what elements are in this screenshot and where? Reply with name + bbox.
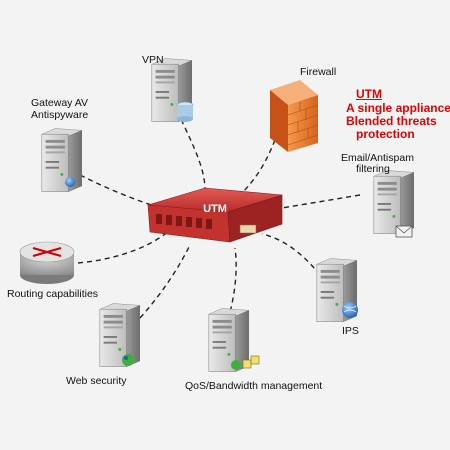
vpn-server-icon — [151, 58, 194, 123]
link-firewall — [239, 139, 276, 196]
web-security-label: Web security — [66, 375, 127, 387]
link-ips — [261, 233, 321, 276]
gateway-av-label-2: Antispyware — [31, 109, 89, 121]
email-label-1: Email/Antispam — [341, 152, 414, 164]
routing-label: Routing capabilities — [7, 288, 99, 300]
gateway-av-label-1: Gateway AV — [31, 97, 89, 109]
link-qos — [227, 247, 237, 321]
email-server-icon — [373, 170, 414, 238]
link-vpn — [169, 94, 206, 191]
email-label-2: filtering — [356, 163, 390, 175]
callout-line-1: A single appliance — [346, 101, 450, 115]
firewall-icon — [270, 80, 319, 152]
link-routing — [77, 227, 173, 264]
gateway-av-server-icon — [41, 128, 82, 193]
web-security-server-icon — [99, 303, 140, 368]
firewall-label: Firewall — [300, 66, 337, 78]
ips-label: IPS — [342, 325, 359, 337]
callout-line-2: Blended threats — [346, 114, 437, 128]
utm-center-label: UTM — [203, 203, 227, 215]
link-email — [281, 194, 361, 209]
link-web — [139, 244, 191, 319]
utm-appliance-icon — [147, 187, 283, 243]
vpn-label: VPN — [142, 54, 164, 66]
link-gateway — [79, 174, 169, 211]
router-icon — [19, 241, 75, 284]
callout-line-3: protection — [356, 127, 415, 141]
ips-server-icon — [316, 258, 358, 323]
qos-server-icon — [208, 308, 260, 373]
qos-label: QoS/Bandwidth management — [185, 380, 323, 392]
callout-title: UTM — [356, 87, 382, 101]
